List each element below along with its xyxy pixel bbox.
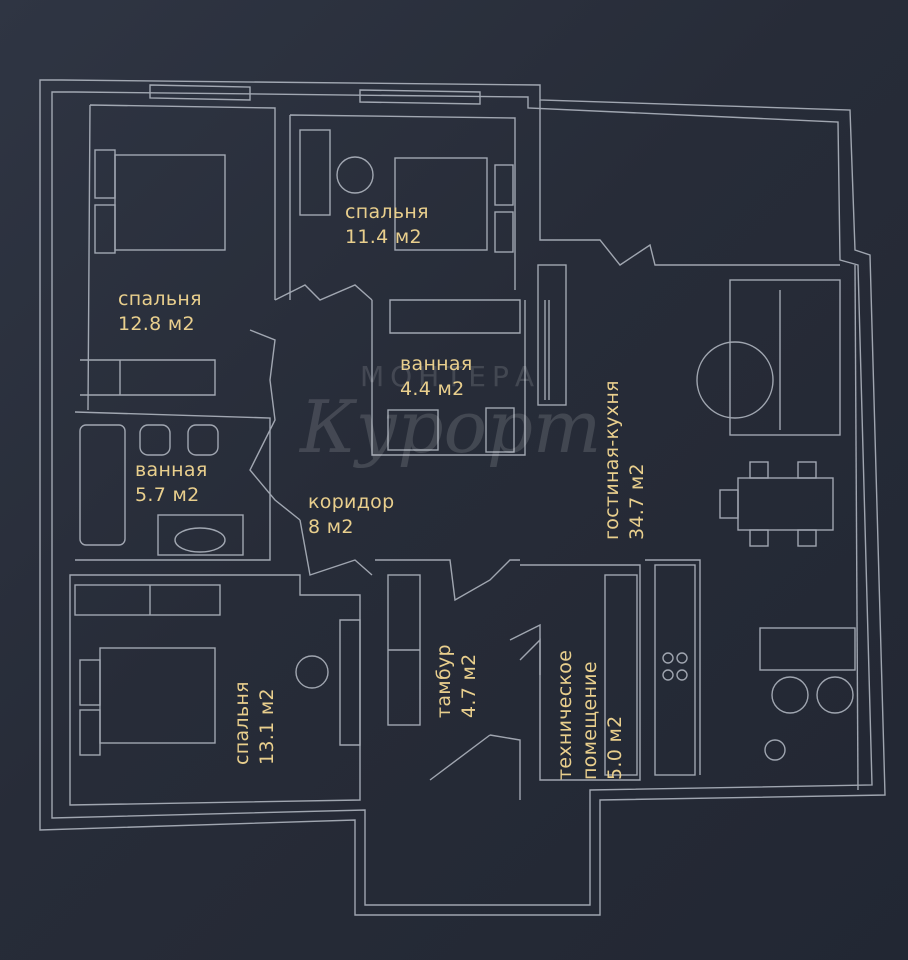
room-name-line1: техническое <box>554 649 576 780</box>
room-area: 5.7 м2 <box>135 484 200 506</box>
room-area: 5.0 м2 <box>604 715 626 780</box>
room-label-bedroom-11: спальня 11.4 м2 <box>345 200 429 250</box>
room-label-living-kitchen: гостиная-кухня 34.7 м2 <box>600 380 650 540</box>
wall-vestibule <box>375 559 520 602</box>
room-label-bedroom-12: спальня 12.8 м2 <box>118 287 202 337</box>
room-label-bath-4: ванная 4.4 м2 <box>400 352 473 402</box>
room-name-line2: помещение <box>579 661 601 780</box>
room-name: спальня <box>231 681 253 765</box>
room-area: 12.8 м2 <box>118 313 195 335</box>
room-label-corridor: коридор 8 м2 <box>308 490 394 540</box>
room-name: тамбур <box>433 644 455 718</box>
room-name: ванная <box>135 459 208 481</box>
outer-wall <box>39 79 886 916</box>
room-label-vestibule: тамбур 4.7 м2 <box>432 644 482 718</box>
wall-bedroom-12 <box>87 104 276 411</box>
room-area: 8 м2 <box>308 516 354 538</box>
room-area: 34.7 м2 <box>626 463 648 540</box>
room-area: 13.1 м2 <box>256 688 278 765</box>
wall-bath-5 <box>74 411 271 561</box>
wall-bedroom-11 <box>289 114 516 300</box>
room-area: 4.4 м2 <box>400 378 465 400</box>
wall-bath-4 <box>371 300 526 456</box>
wall-tech <box>519 564 641 781</box>
room-label-bath-5: ванная 5.7 м2 <box>135 458 208 508</box>
room-name: спальня <box>345 201 429 223</box>
room-name: коридор <box>308 491 395 513</box>
wall-living <box>539 100 840 266</box>
wall-bedroom-13 <box>69 574 361 806</box>
room-area: 11.4 м2 <box>345 226 422 248</box>
room-label-bedroom-13: спальня 13.1 м2 <box>230 681 280 765</box>
room-name: ванная <box>400 353 473 375</box>
outer-wall-inner <box>51 91 873 906</box>
room-area: 4.7 м2 <box>458 653 480 718</box>
room-label-tech-room: техническое помещение 5.0 м2 <box>553 650 628 780</box>
room-name: гостиная-кухня <box>601 380 623 540</box>
room-name: спальня <box>118 288 202 310</box>
